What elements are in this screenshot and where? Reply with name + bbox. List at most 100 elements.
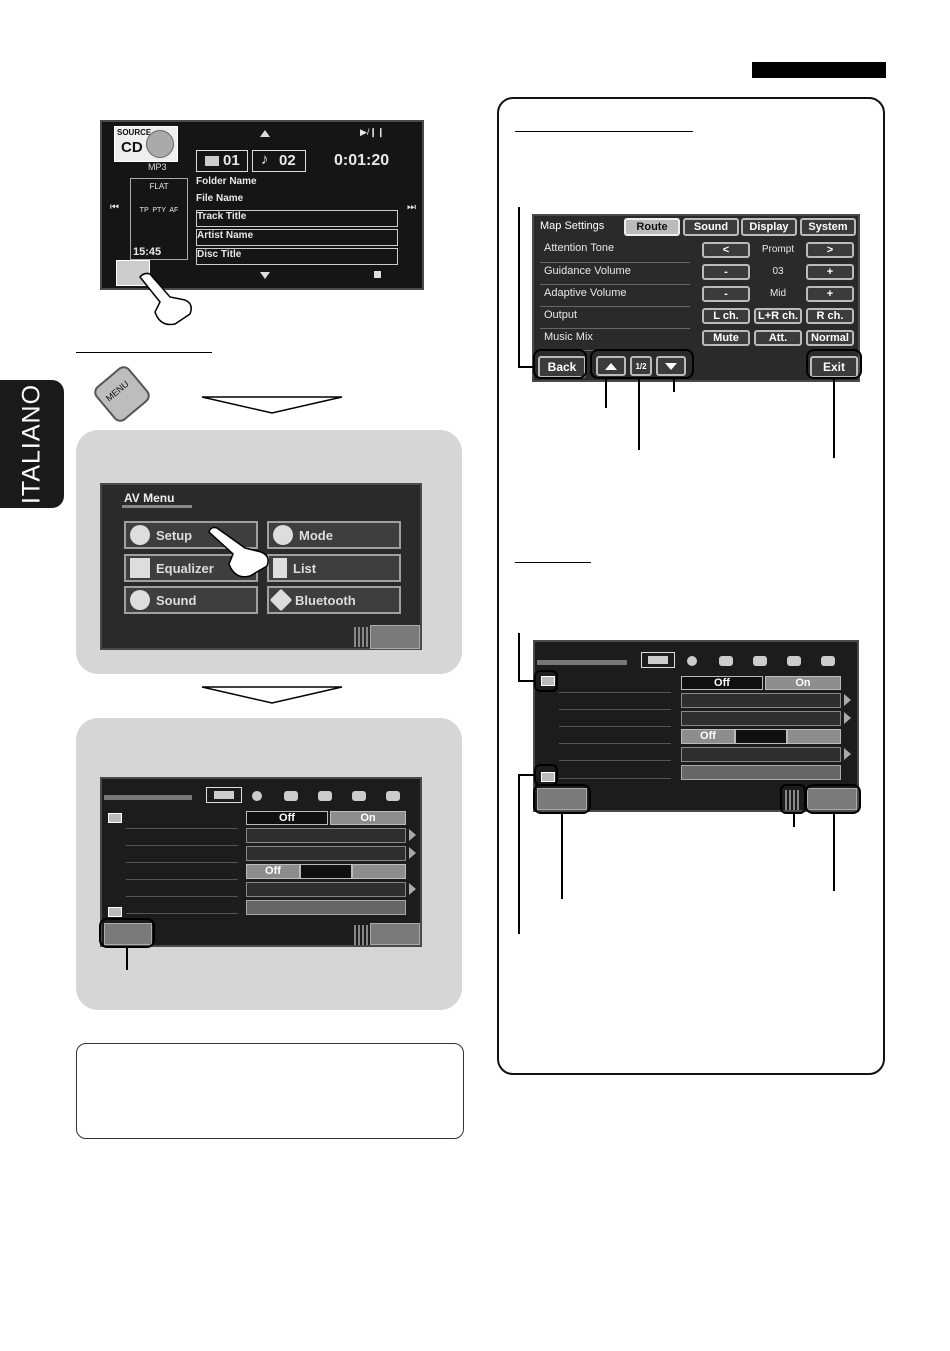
off-option[interactable]: Off: [681, 729, 735, 744]
down-arrow-icon[interactable]: [260, 272, 270, 279]
scroll-down-button[interactable]: [541, 772, 555, 782]
arrow-right-icon[interactable]: [844, 712, 851, 724]
scroll-down-button[interactable]: [656, 356, 686, 376]
elapsed-time: 0:01:20: [334, 152, 390, 169]
exit-highlight: [806, 349, 862, 379]
scroll-up-button[interactable]: [108, 813, 122, 823]
setting-field[interactable]: [246, 882, 406, 897]
exit-button[interactable]: [370, 625, 420, 649]
arrow-right-icon[interactable]: [409, 883, 416, 895]
scroll-up-button[interactable]: [541, 676, 555, 686]
music-mute-button[interactable]: Mute: [702, 330, 750, 346]
wrench-tab-icon[interactable]: [386, 791, 400, 801]
setting-field[interactable]: [246, 846, 406, 861]
track-title-line[interactable]: Track Title: [196, 210, 398, 227]
leader-line: [638, 378, 640, 450]
off-option[interactable]: Off: [246, 811, 328, 825]
music-att-button[interactable]: Att.: [754, 330, 802, 346]
off-option[interactable]: Off: [681, 676, 763, 690]
attention-prev-button[interactable]: <: [702, 242, 750, 258]
setting-row-guidance: Guidance Volume: [544, 265, 631, 277]
clock-tab-icon[interactable]: [252, 791, 262, 801]
guidance-minus-button[interactable]: -: [702, 264, 750, 280]
leader-line: [793, 813, 795, 827]
plug-tab-icon[interactable]: [352, 791, 366, 801]
scroll-down-button[interactable]: [108, 907, 122, 917]
setting-field[interactable]: [681, 747, 841, 762]
av-menu-screen: AV Menu Setup Mode Equalizer List Sound …: [100, 483, 422, 650]
play-pause-button[interactable]: ▶/❙❙: [360, 127, 385, 137]
leader-line: [673, 378, 675, 392]
output-right-button[interactable]: R ch.: [806, 308, 854, 324]
tab-display[interactable]: [206, 787, 242, 803]
guidance-value: 03: [772, 266, 784, 277]
tab-display[interactable]: [641, 652, 675, 668]
section-rule: [515, 562, 591, 563]
setting-row-attention: Attention Tone: [544, 242, 615, 254]
disc-icon: [146, 130, 174, 158]
arrow-right-icon[interactable]: [844, 748, 851, 760]
disc-title-line[interactable]: Disc Title: [196, 248, 398, 265]
mode-button[interactable]: Mode: [267, 521, 401, 549]
setting-field[interactable]: [681, 693, 841, 708]
tab-system[interactable]: System: [800, 218, 856, 236]
section-rule: [515, 131, 693, 132]
tab-map-settings[interactable]: Map Settings: [540, 220, 605, 232]
guidance-plus-button[interactable]: +: [806, 264, 854, 280]
up-arrow-icon[interactable]: [260, 130, 270, 137]
antenna-tab-icon[interactable]: [753, 656, 767, 666]
attention-value: Prompt: [761, 244, 795, 255]
bluetooth-button[interactable]: Bluetooth: [267, 586, 401, 614]
stop-icon[interactable]: [374, 271, 381, 278]
setting-field[interactable]: [681, 711, 841, 726]
satellite-tab-icon[interactable]: [284, 791, 298, 801]
tab-sound[interactable]: Sound: [683, 218, 739, 236]
list-button[interactable]: List: [267, 554, 401, 582]
middle-option[interactable]: [300, 864, 352, 879]
antenna-tab-icon[interactable]: [318, 791, 332, 801]
on-option[interactable]: On: [330, 811, 406, 825]
right-option[interactable]: [352, 864, 406, 879]
adaptive-minus-button[interactable]: -: [702, 286, 750, 302]
exit-button[interactable]: [370, 923, 420, 945]
exit-button[interactable]: [807, 788, 857, 810]
artist-name-line[interactable]: Artist Name: [196, 229, 398, 246]
attention-next-button[interactable]: >: [806, 242, 854, 258]
right-option[interactable]: [787, 729, 841, 744]
menu-button[interactable]: MENU: [91, 363, 153, 425]
menu-shortcut-button[interactable]: [116, 260, 150, 286]
on-option[interactable]: On: [765, 676, 841, 690]
output-both-button[interactable]: L+R ch.: [754, 308, 802, 324]
wrench-tab-icon[interactable]: [821, 656, 835, 666]
arrow-right-icon[interactable]: [409, 847, 416, 859]
arrow-right-icon[interactable]: [844, 694, 851, 706]
setup-screen-right: Off On Off: [533, 640, 859, 812]
plug-tab-icon[interactable]: [787, 656, 801, 666]
leader-line: [126, 948, 128, 970]
back-button[interactable]: [104, 923, 152, 945]
back-button[interactable]: Back: [538, 356, 586, 378]
tab-route[interactable]: Route: [624, 218, 680, 236]
language-label: ITALIANO: [17, 383, 46, 505]
track-box: ♪ 02: [252, 150, 306, 172]
clock-tab-icon[interactable]: [687, 656, 697, 666]
setting-field[interactable]: [246, 828, 406, 843]
arrow-right-icon[interactable]: [409, 829, 416, 841]
hand-pointer-icon: [208, 526, 269, 578]
toggle-bar[interactable]: [681, 765, 841, 780]
off-option[interactable]: Off: [246, 864, 300, 879]
output-left-button[interactable]: L ch.: [702, 308, 750, 324]
tab-display[interactable]: Display: [741, 218, 797, 236]
middle-option[interactable]: [735, 729, 787, 744]
source-badge[interactable]: SOURCE CD: [114, 126, 178, 162]
satellite-tab-icon[interactable]: [719, 656, 733, 666]
scroll-up-button[interactable]: [596, 356, 626, 376]
toggle-bar[interactable]: [246, 900, 406, 915]
sound-button[interactable]: Sound: [124, 586, 258, 614]
music-normal-button[interactable]: Normal: [806, 330, 854, 346]
adaptive-plus-button[interactable]: +: [806, 286, 854, 302]
prev-track-button[interactable]: ⏮: [110, 202, 119, 213]
back-button[interactable]: [537, 788, 587, 810]
next-track-button[interactable]: ⏭: [407, 202, 416, 213]
nav-highlight: [590, 349, 694, 379]
